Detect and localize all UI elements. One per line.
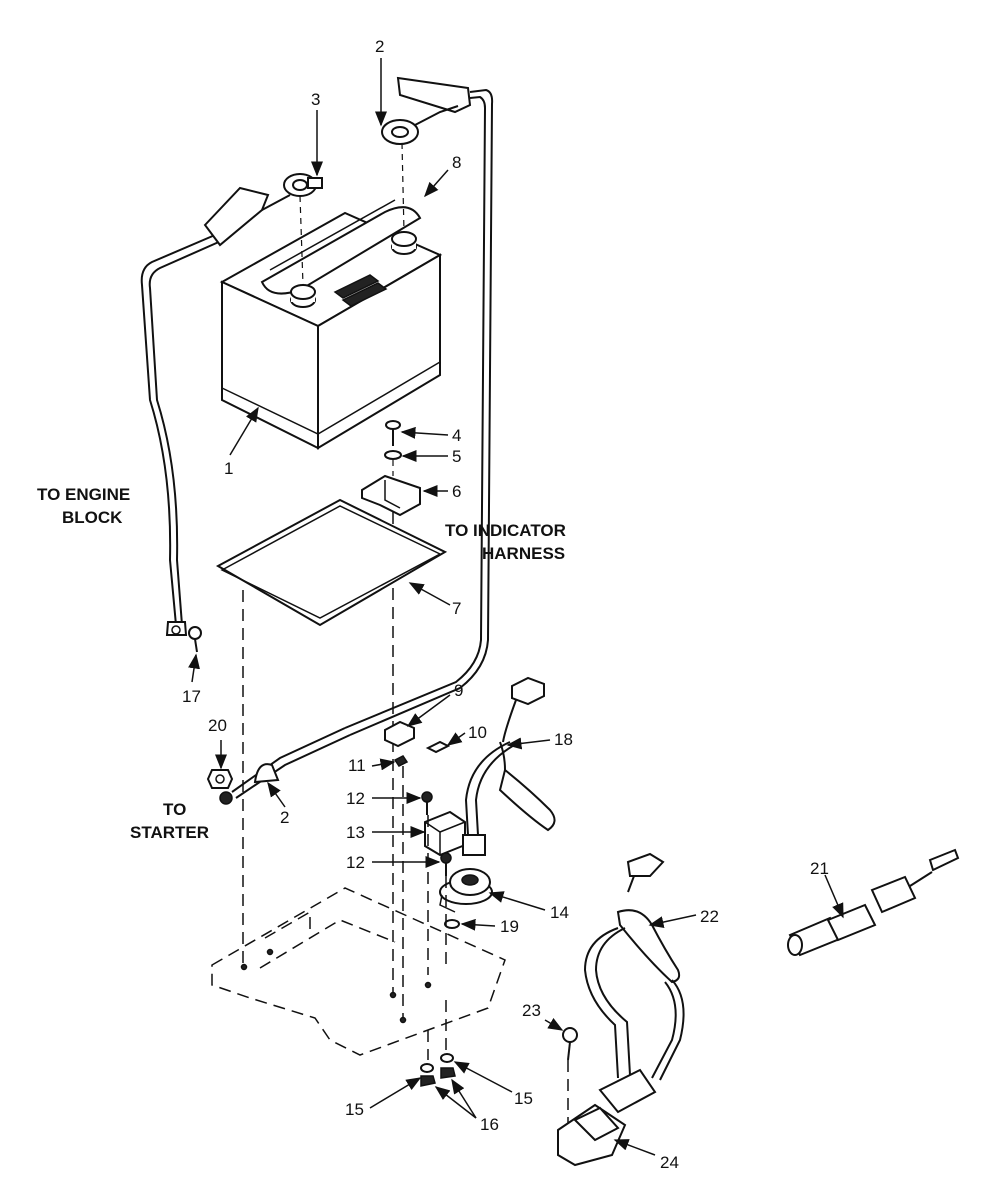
nut-20 <box>206 769 234 789</box>
indicator-harness-caption-1: TO INDICATOR <box>445 521 566 540</box>
callout-15-left: 15 <box>345 1100 364 1119</box>
starter-caption-1: TO <box>163 800 186 819</box>
callout-7: 7 <box>452 599 461 618</box>
connector-9 <box>384 720 415 748</box>
callout-18: 18 <box>554 730 573 749</box>
callout-8: 8 <box>452 153 461 172</box>
callout-1: 1 <box>224 459 233 478</box>
callout-17: 17 <box>182 687 201 706</box>
starter-caption-2: STARTER <box>130 823 209 842</box>
callout-15-right: 15 <box>514 1089 533 1108</box>
callout-2-top: 2 <box>375 37 384 56</box>
callout-13: 13 <box>346 823 365 842</box>
clip-11 <box>393 755 409 767</box>
screw-12-lower <box>440 852 452 876</box>
callout-10: 10 <box>468 723 487 742</box>
washer-19 <box>444 919 460 929</box>
switch-14 <box>439 868 493 913</box>
hold-down-bracket <box>361 474 421 517</box>
screw-12-upper <box>421 791 433 815</box>
lock-washers-15 <box>420 1053 454 1073</box>
connector-bracket-24 <box>557 1103 627 1167</box>
negative-terminal-clamp <box>283 173 323 197</box>
callout-12-upper: 12 <box>346 789 365 808</box>
terminal-10 <box>425 740 451 754</box>
callout-11: 11 <box>348 756 366 775</box>
engine-block-caption-1: TO ENGINE <box>37 485 130 504</box>
callout-4: 4 <box>452 426 461 445</box>
callout-19: 19 <box>500 917 519 936</box>
callout-20: 20 <box>208 716 227 735</box>
callout-9: 9 <box>454 681 463 700</box>
screw-23 <box>562 1027 578 1061</box>
battery-tray-pad <box>215 498 448 627</box>
nuts-16 <box>420 1067 456 1087</box>
callout-3: 3 <box>311 90 320 109</box>
positive-terminal-clamp <box>381 105 459 145</box>
callout-21: 21 <box>810 859 829 878</box>
callout-12-lower: 12 <box>346 853 365 872</box>
engine-block-caption-2: BLOCK <box>62 508 123 527</box>
wiring-harness-22 <box>583 852 685 1114</box>
bolt-17 <box>188 626 202 653</box>
washer <box>384 450 402 460</box>
relay-13 <box>424 810 466 857</box>
callout-23: 23 <box>522 1001 541 1020</box>
callout-2-starter: 2 <box>280 808 289 827</box>
indicator-harness-caption-2: HARNESS <box>482 544 565 563</box>
in-line-fuse-21 <box>787 848 960 957</box>
hold-down-bolt <box>385 420 401 446</box>
callout-24: 24 <box>660 1153 679 1172</box>
callout-22: 22 <box>700 907 719 926</box>
battery <box>219 199 443 450</box>
callout-6: 6 <box>452 482 461 501</box>
wiring-harness-18 <box>462 676 556 856</box>
mounting-plate <box>211 887 506 1056</box>
negative-battery-cable <box>140 173 323 653</box>
callout-16: 16 <box>480 1115 499 1134</box>
callout-5: 5 <box>452 447 461 466</box>
positive-battery-cable <box>206 76 494 805</box>
callout-14: 14 <box>550 903 569 922</box>
